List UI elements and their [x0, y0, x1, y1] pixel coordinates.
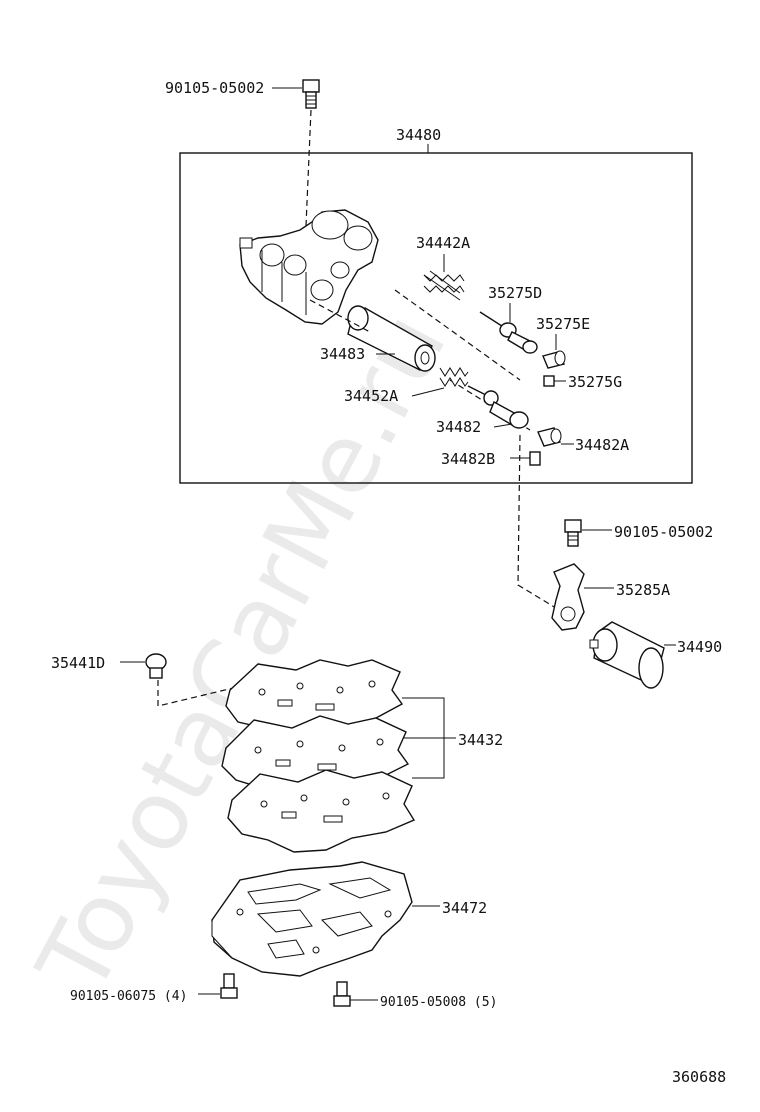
sleeve-34483-icon: [347, 305, 436, 372]
label-spring-a: 34442A: [416, 234, 470, 252]
label-bracket: 35285A: [616, 581, 670, 599]
label-screen: 35441D: [51, 654, 105, 672]
spring-34442a-icon: [423, 270, 465, 301]
solenoid-34490-icon: [589, 621, 665, 689]
bolt-bottom-left-icon: [220, 973, 238, 999]
label-gaskets: 34432: [458, 731, 503, 749]
label-bolt-right: 90105-05002: [614, 523, 713, 541]
gasket-plates-icon: [221, 659, 416, 853]
dashed-guide: [309, 289, 531, 431]
label-plug-e: 35275E: [536, 315, 590, 333]
bolt-bottom-right-icon: [333, 981, 351, 1007]
label-spring-b: 34452A: [344, 387, 398, 405]
plug-35275e-icon: [542, 350, 566, 369]
label-valve: 34482: [436, 418, 481, 436]
spring-34452a-icon: [439, 367, 469, 387]
label-assembly: 34480: [396, 126, 441, 144]
lower-valve-body-icon: [211, 861, 413, 977]
screen-35441d-icon: [145, 653, 167, 679]
label-valve-body: 34472: [442, 899, 487, 917]
bolt-top-icon: [302, 79, 320, 109]
diagram-id: 360688: [672, 1068, 726, 1086]
label-solenoid: 34490: [677, 638, 722, 656]
label-retainer-g: 35275G: [568, 373, 622, 391]
bracket-35285a-icon: [551, 563, 585, 631]
leader-line: [493, 423, 513, 428]
plug-34482a-icon: [537, 427, 562, 447]
retainer-34482b-icon: [529, 451, 541, 466]
valve-34482-icon: [467, 385, 529, 429]
label-bolt-top: 90105-05002: [165, 79, 264, 97]
dashed-guide: [157, 680, 251, 707]
label-plug-a: 34482A: [575, 436, 629, 454]
retainer-35275g-icon: [543, 375, 555, 387]
leader-bracket: [402, 697, 445, 779]
label-sleeve: 34483: [320, 345, 365, 363]
upper-valve-body-icon: [239, 209, 379, 325]
valve-35275d-icon: [479, 311, 538, 354]
bolt-right-icon: [564, 519, 582, 547]
label-bolt-bottom-right: 90105-05008 (5): [380, 995, 497, 1010]
label-retainer-b: 34482B: [441, 450, 495, 468]
assembly-box: [179, 152, 693, 484]
dashed-guide: [517, 434, 557, 609]
label-bolt-bottom-left: 90105-06075 (4): [70, 989, 187, 1004]
label-valve-d: 35275D: [488, 284, 542, 302]
leader-line: [411, 387, 445, 397]
